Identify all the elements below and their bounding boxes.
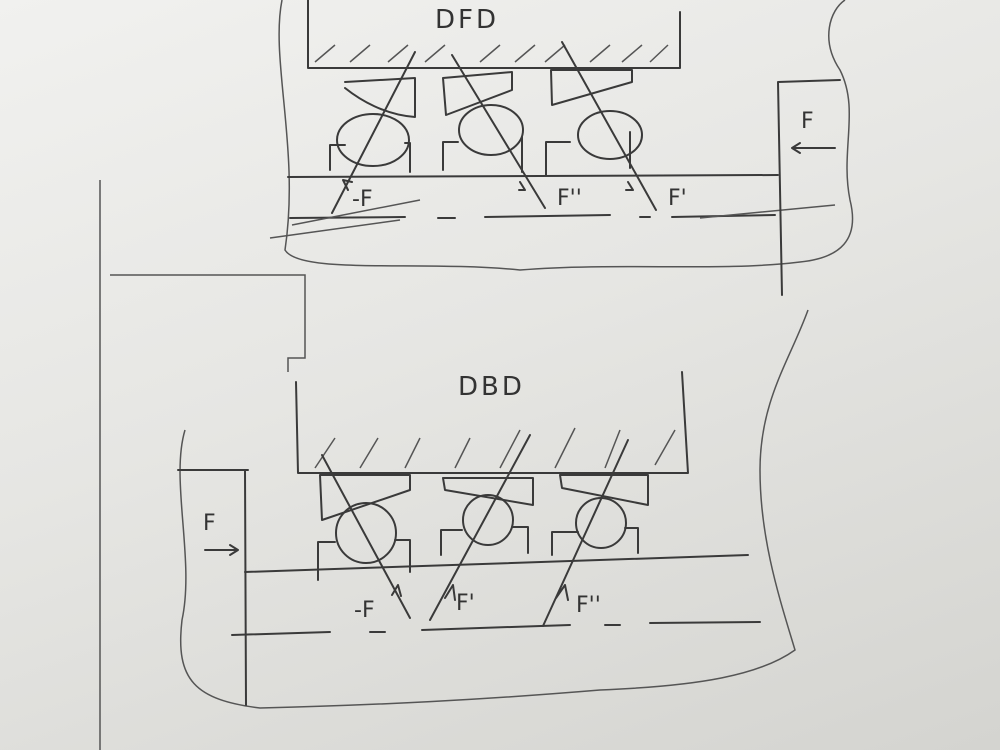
dbd-force-line-3 [542,439,629,627]
dbd-bearing-3 [551,474,649,556]
dfd-force-line-2 [451,54,546,209]
dfd-force-label: F [801,109,814,134]
dfd-title: DFD [435,5,499,35]
dfd-force-label-3: F' [668,186,687,211]
dfd-axis-line [289,214,776,219]
dfd-force-label-1: -F [352,187,373,212]
dbd-diagram: F DBD -F F' F'' [177,371,761,706]
dbd-force-label-1: -F [354,598,375,623]
dbd-left-block [177,469,249,706]
dfd-force-label-2: F'' [557,186,582,211]
dbd-shaft-line [244,554,749,573]
dbd-hatching [314,427,676,469]
dfd-force-line-3 [561,41,657,211]
dbd-force-arrow [204,544,239,556]
dfd-force-arrow [791,142,836,154]
dbd-axis-line [231,621,761,636]
dfd-diagram: F DFD -F F'' F' [269,0,841,296]
dbd-bearing-2 [440,477,534,556]
dbd-title: DBD [458,372,525,402]
dfd-force-line-neg [331,51,416,214]
dbd-force-line-neg [321,454,411,619]
dbd-force-label: F [203,511,216,536]
dfd-bearing-1 [329,77,416,173]
dfd-right-block [777,79,841,296]
dbd-bearing-1 [317,474,411,581]
dfd-housing [307,0,681,69]
dbd-housing [295,371,689,474]
dfd-shaft-line [287,174,779,178]
dbd-force-label-2: F' [456,591,475,616]
paper-outlines [99,0,854,750]
dbd-force-label-3: F'' [576,593,601,618]
dfd-bearing-2 [442,71,524,173]
dbd-force-line-2 [429,434,531,621]
dfd-hatching [314,44,669,63]
